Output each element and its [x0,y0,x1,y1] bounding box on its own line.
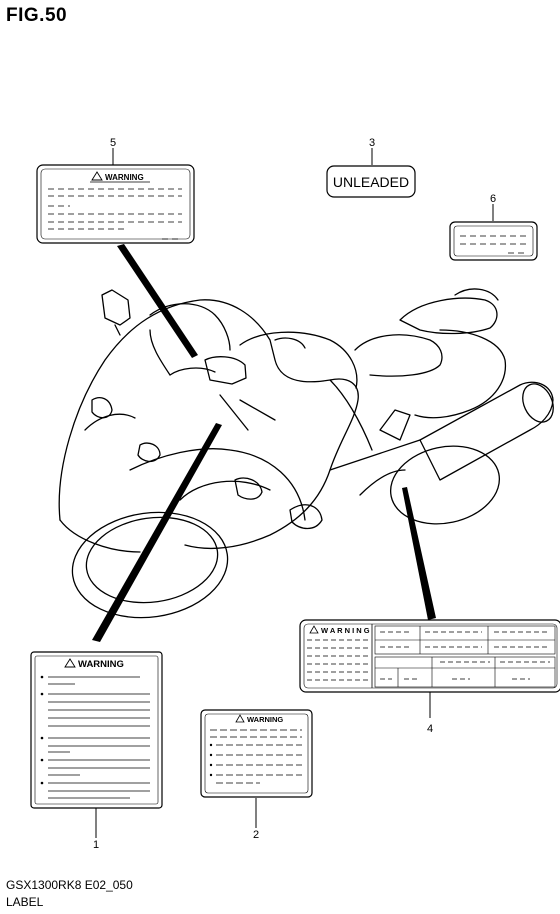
warning-triangle-icon [309,625,319,634]
label-4-warning-text: W A R N I N G [321,626,370,635]
callout-number-6: 6 [490,193,496,205]
label-2-warning-text: WARNING [247,715,283,724]
label-1-warning-text: WARNING [78,659,124,670]
warning-triangle-icon [235,714,245,723]
warning-table-label-4: W A R N I N G [299,619,560,693]
warning-label-1: WARNING [30,651,163,809]
label-5-warning-text: WARNING [105,173,144,182]
motorcycle-outline [58,288,554,619]
unleaded-text: UNLEADED [333,174,409,190]
leader-lines [92,148,494,838]
callout-number-3: 3 [369,137,375,149]
figure-title: FIG.50 [6,5,68,26]
warning-label-2: WARNING [200,709,313,798]
warning-triangle-icon [64,658,76,668]
figure-subtitle: LABEL [6,895,44,909]
unleaded-label-3: UNLEADED [326,165,416,198]
callout-number-1: 1 [93,839,99,851]
warning-label-5: WARNING [36,164,195,244]
callout-number-2: 2 [253,829,259,841]
callout-number-5: 5 [110,137,116,149]
label-6 [449,221,538,261]
figure-code: GSX1300RK8 E02_050 [6,878,133,892]
warning-triangle-icon [91,171,103,181]
callout-number-4: 4 [427,723,433,735]
